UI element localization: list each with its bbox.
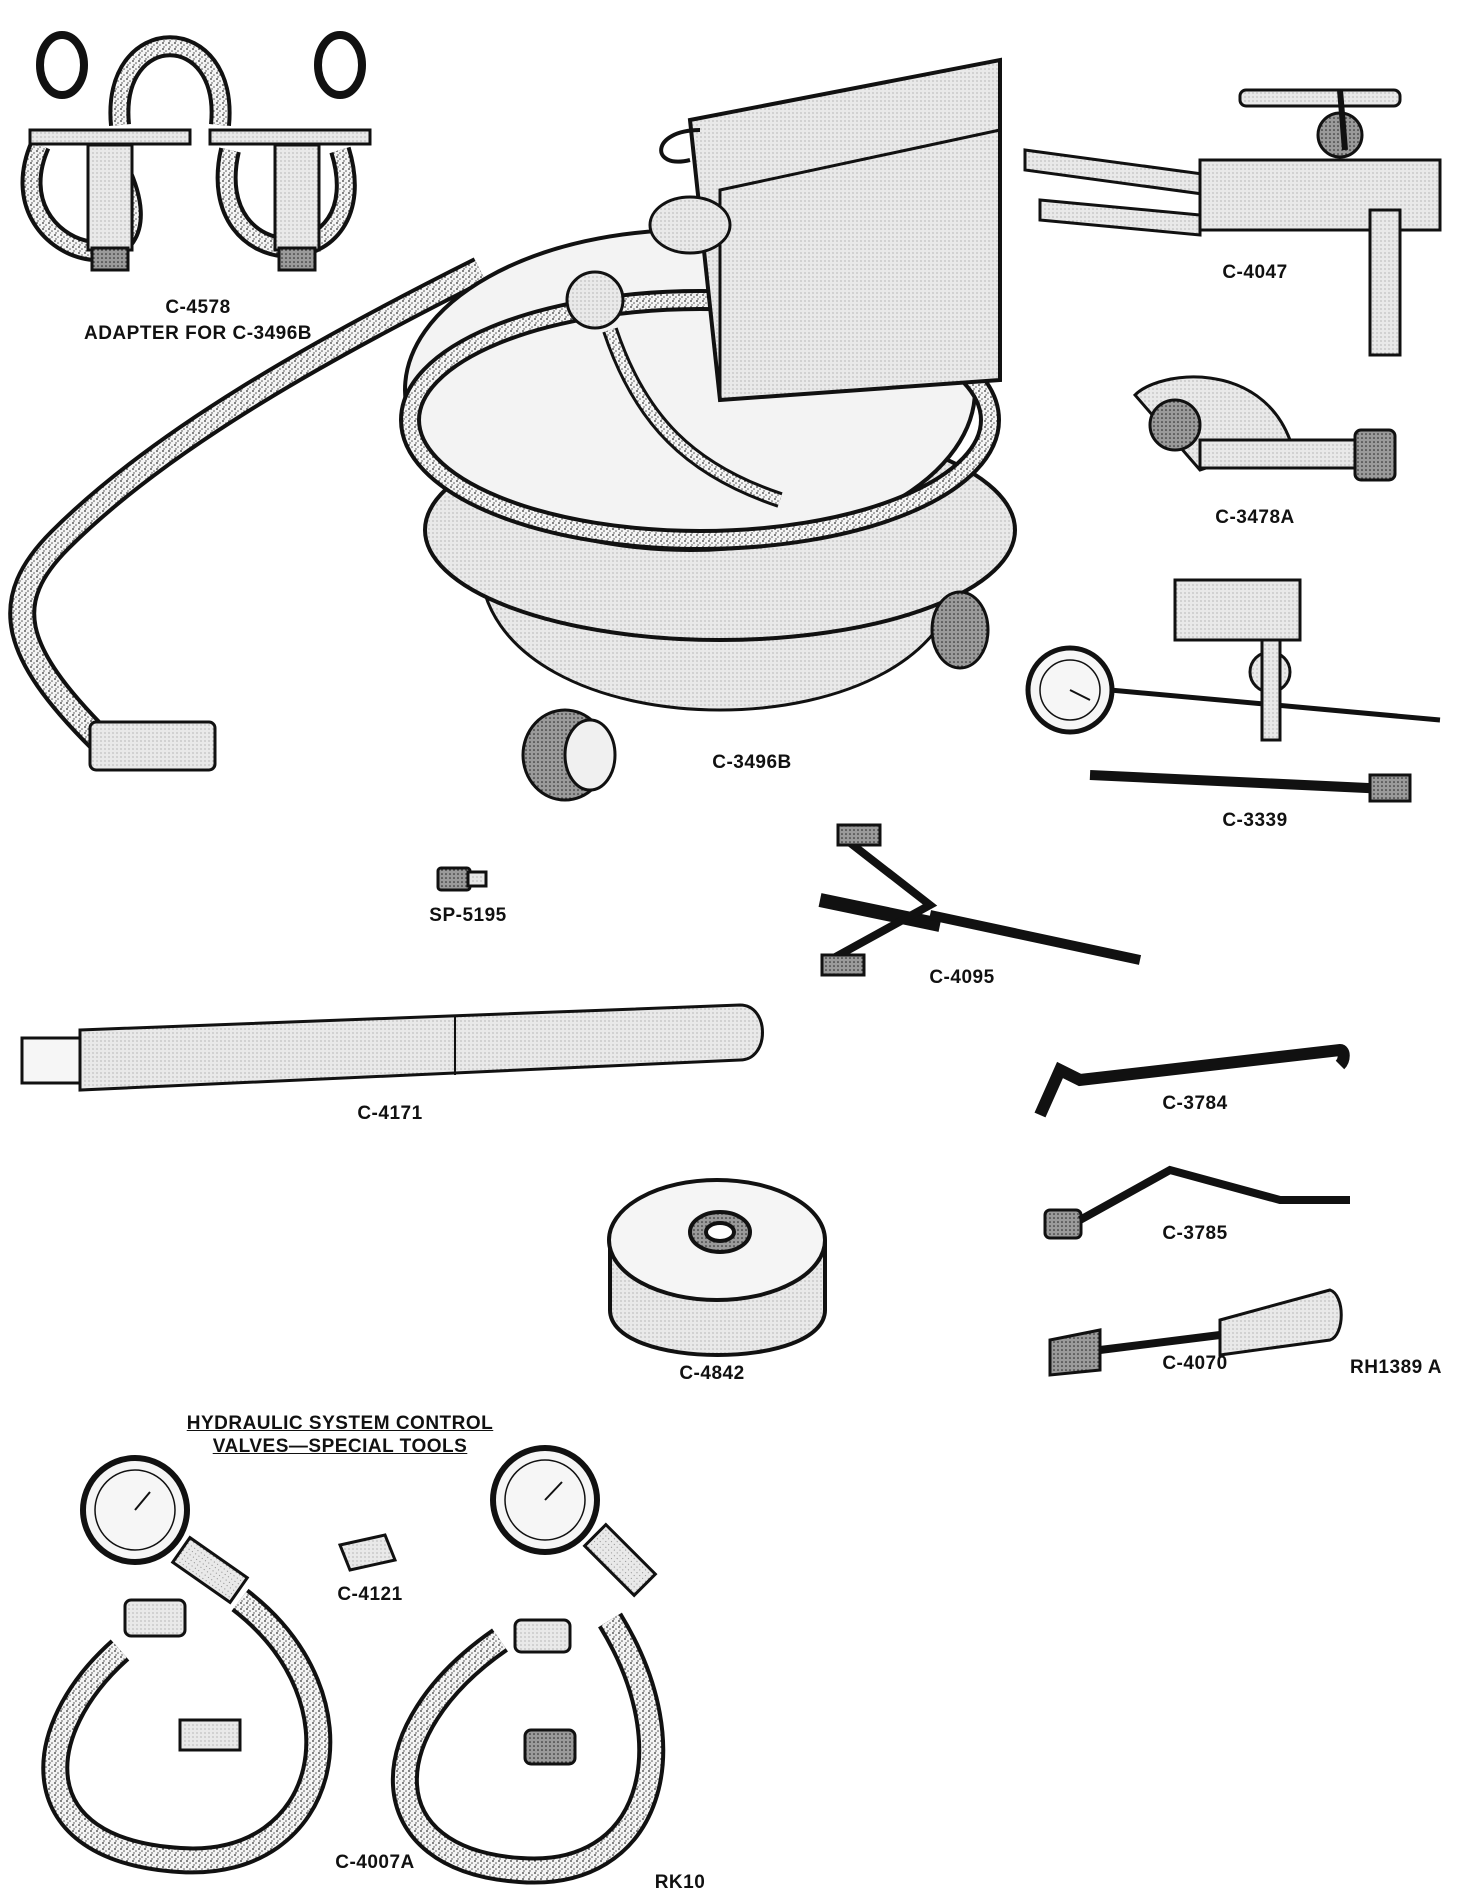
clip-c4121-illustration [337, 1533, 398, 1572]
pressure-gauge-c4007a-illustration [41, 1455, 333, 1875]
label-c4121: C-4121 [337, 1584, 403, 1605]
rod-c3784-illustration [1034, 1043, 1350, 1118]
adapter-c4578-illustration [20, 31, 372, 272]
rod-c3785-illustration [1043, 1165, 1350, 1240]
section-heading-line1: HYDRAULIC SYSTEM CONTROL [186, 1413, 494, 1434]
label-c4842: C-4842 [679, 1363, 745, 1384]
label-c3496b: C-3496B [712, 752, 792, 773]
label-c4171: C-4171 [357, 1103, 423, 1124]
tool-c4171-illustration [20, 1003, 764, 1092]
bleeder-tank-c3496b-illustration [8, 57, 1017, 802]
label-c4047: C-4047 [1222, 262, 1288, 283]
label-sp5195: SP-5195 [429, 905, 507, 926]
label-rh1389a: RH1389 A [1349, 1357, 1443, 1378]
fitting-sp5195-illustration [436, 866, 488, 892]
label-c3478a: C-3478A [1215, 507, 1295, 528]
label-c4095: C-4095 [929, 967, 995, 988]
pressure-gauge-rk10-illustration [390, 1445, 666, 1885]
caster-wheel-right [930, 590, 990, 670]
label-c4578: C-4578 [165, 297, 231, 318]
label-c3785: C-3785 [1162, 1223, 1228, 1244]
tool-c4070-illustration [1048, 1288, 1343, 1377]
label-c3339: C-3339 [1222, 810, 1288, 831]
label-c3784: C-3784 [1162, 1093, 1228, 1114]
tube-cutter-c3478a-illustration [1132, 375, 1397, 482]
caster-wheel-left [521, 708, 617, 802]
label-c4578-subtitle: ADAPTER FOR C-3496B [83, 323, 313, 344]
label-c4070: C-4070 [1162, 1353, 1228, 1374]
label-rk10: RK10 [654, 1872, 706, 1893]
section-heading-line2: VALVES—SPECIAL TOOLS [212, 1436, 468, 1457]
label-c4007a: C-4007A [335, 1852, 415, 1873]
tool-c4095-illustration [818, 823, 1142, 977]
dial-indicator-c3339-illustration [1025, 578, 1441, 803]
flaring-tool-c4047-illustration [1023, 88, 1442, 357]
ring-c4842-illustration [607, 1178, 827, 1357]
